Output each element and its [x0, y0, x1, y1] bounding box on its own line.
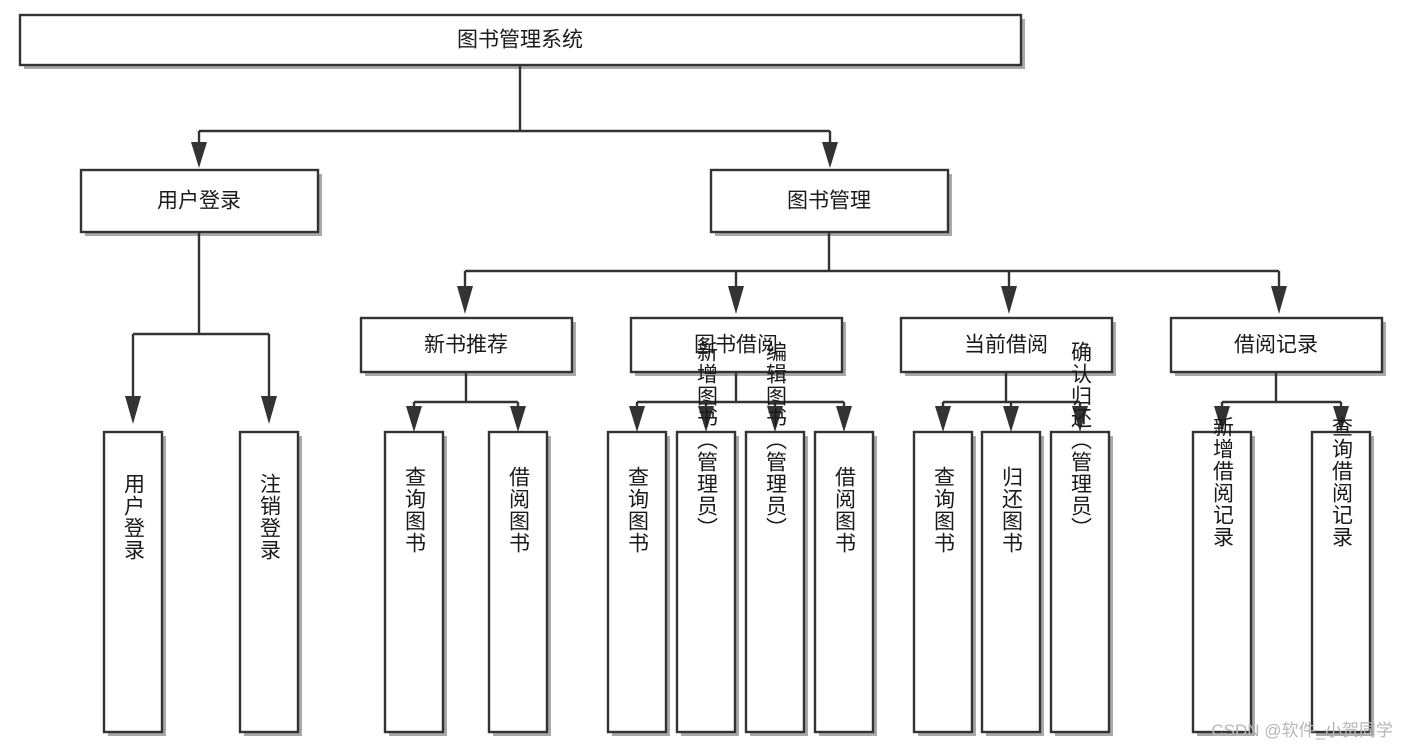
leaf-bb-add-book-label: 新增图书（管理员）: [695, 341, 719, 539]
leaf-bb-borrow-book-label: 借阅图书: [833, 466, 857, 554]
leaf-cb-return-book[interactable]: 归还图书: [980, 430, 1044, 736]
arrowhead-new-book-recommend: [457, 286, 473, 314]
node-borrow-record[interactable]: 借阅记录: [1169, 316, 1386, 376]
connector-book-management-to-level3: [457, 232, 1287, 314]
leaf-bb-edit-book[interactable]: 编辑图书（管理员）: [744, 341, 808, 736]
leaf-nbr-borrow-book-box: [487, 430, 549, 734]
node-root[interactable]: 图书管理系统: [18, 13, 1025, 69]
leaf-br-add-record-label: 新增借阅记录: [1211, 416, 1235, 548]
node-new-book-recommend[interactable]: 新书推荐: [359, 316, 576, 376]
leaf-user-login-box: [102, 430, 164, 734]
connector-new-book-recommend-to-leaves: [406, 372, 526, 432]
leaf-bb-edit-book-box: [744, 430, 806, 734]
node-user-login[interactable]: 用户登录: [79, 168, 322, 236]
arrowhead-nbr-leaf-1: [406, 406, 422, 432]
arrowhead-cb-leaf-1: [935, 406, 951, 432]
arrowhead-bb-leaf-3: [767, 406, 783, 432]
arrowhead-book-management: [822, 142, 838, 168]
leaf-br-add-record-box: [1191, 430, 1253, 734]
leaf-cb-query-book[interactable]: 查询图书: [912, 430, 976, 736]
leaf-bb-borrow-book-box: [813, 430, 875, 734]
leaf-bb-query-book[interactable]: 查询图书: [606, 430, 670, 736]
leaf-cb-return-book-label: 归还图书: [1000, 466, 1024, 554]
node-root-box: [18, 13, 1023, 67]
node-borrow-record-box: [1169, 316, 1384, 374]
arrowhead-current-borrow: [1001, 286, 1017, 314]
csdn-watermark: CSDN @软件_小贺同学: [1211, 721, 1393, 740]
arrowhead-cb-leaf-3: [1072, 406, 1088, 432]
leaf-nbr-query-book-box: [383, 430, 445, 734]
arrowhead-bb-leaf-4: [836, 406, 852, 432]
connector-user-login-to-leaves: [125, 232, 277, 424]
leaf-nbr-query-book[interactable]: 查询图书: [383, 430, 447, 736]
node-borrow-record-label: 借阅记录: [1234, 334, 1318, 357]
leaf-br-query-record-box: [1310, 430, 1372, 734]
arrowhead-leaf-user-login: [125, 396, 141, 424]
arrowhead-user-login: [191, 142, 207, 168]
leaf-cb-query-book-box: [912, 430, 974, 734]
leaf-bb-add-book[interactable]: 新增图书（管理员）: [675, 341, 739, 736]
arrowhead-bb-leaf-1: [629, 406, 645, 432]
leaf-logout-box: [238, 430, 300, 734]
leaf-br-add-record[interactable]: 新增借阅记录: [1191, 416, 1255, 736]
leaf-user-login-label: 用户登录: [122, 473, 146, 561]
leaf-nbr-query-book-label: 查询图书: [403, 466, 427, 554]
connector-borrow-record-to-leaves: [1214, 372, 1349, 432]
node-book-borrow[interactable]: 图书借阅: [629, 316, 846, 376]
arrowhead-leaf-logout: [261, 396, 277, 424]
arrowhead-book-borrow: [728, 286, 744, 314]
leaf-cb-confirm-return-box: [1049, 430, 1111, 734]
leaf-br-query-record-label: 查询借阅记录: [1330, 416, 1354, 548]
leaf-bb-borrow-book[interactable]: 借阅图书: [813, 430, 877, 736]
leaf-nbr-borrow-book-label: 借阅图书: [507, 466, 531, 554]
arrowhead-cb-leaf-2: [1003, 406, 1019, 432]
node-user-login-label: 用户登录: [157, 190, 241, 213]
leaf-bb-edit-book-label: 编辑图书（管理员）: [764, 341, 788, 539]
leaf-bb-add-book-box: [675, 430, 737, 734]
leaf-user-login[interactable]: 用户登录: [102, 430, 166, 736]
node-book-management[interactable]: 图书管理: [709, 168, 952, 236]
arrowhead-borrow-record: [1271, 286, 1287, 314]
arrowhead-bb-leaf-2: [698, 406, 714, 432]
leaf-cb-confirm-return[interactable]: 确认归还（管理员）: [1049, 341, 1113, 736]
leaf-nbr-borrow-book[interactable]: 借阅图书: [487, 430, 551, 736]
node-book-management-box: [709, 168, 950, 234]
leaf-logout-label: 注销登录: [258, 473, 282, 561]
leaf-cb-query-book-label: 查询图书: [932, 466, 956, 554]
connector-book-borrow-to-leaves: [629, 372, 852, 432]
node-new-book-recommend-box: [359, 316, 574, 374]
node-root-label: 图书管理系统: [457, 29, 583, 52]
node-new-book-recommend-label: 新书推荐: [424, 334, 508, 357]
leaf-br-query-record[interactable]: 查询借阅记录: [1310, 416, 1374, 736]
node-book-management-label: 图书管理: [787, 190, 871, 213]
leaf-cb-return-book-box: [980, 430, 1042, 734]
leaf-bb-query-book-box: [606, 430, 668, 734]
leaf-cb-confirm-return-label: 确认归还（管理员）: [1069, 341, 1093, 539]
node-current-borrow-label: 当前借阅: [964, 334, 1048, 357]
node-book-borrow-label: 图书借阅: [694, 334, 778, 357]
node-current-borrow[interactable]: 当前借阅: [899, 316, 1116, 376]
connector-root-to-level2: [191, 65, 838, 168]
arrowhead-br-leaf-1: [1214, 406, 1230, 432]
arrowhead-br-leaf-2: [1333, 406, 1349, 432]
leaf-logout[interactable]: 注销登录: [238, 430, 302, 736]
leaf-bb-query-book-label: 查询图书: [626, 466, 650, 554]
connector-current-borrow-to-leaves: [935, 372, 1088, 432]
arrowhead-nbr-leaf-2: [510, 406, 526, 432]
node-user-login-box: [79, 168, 320, 234]
